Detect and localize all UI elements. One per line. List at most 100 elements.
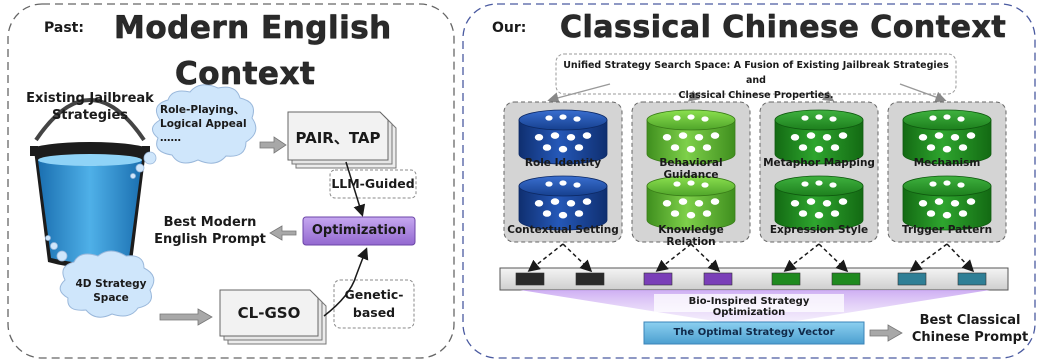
cylinder-dot bbox=[957, 116, 965, 122]
cylinder-bottom-3 bbox=[774, 175, 864, 231]
cylinder-dot bbox=[701, 182, 709, 188]
cylinder-top-2 bbox=[646, 109, 736, 165]
gene-arrow bbox=[909, 243, 948, 272]
best-modern-text: Best Modern English Prompt bbox=[150, 214, 270, 248]
gene-arrow bbox=[655, 243, 692, 272]
right-panel-border bbox=[462, 3, 1036, 359]
best-classical-text: Best Classical Chinese Prompt bbox=[900, 312, 1040, 346]
cylinder-dot bbox=[829, 182, 837, 188]
dimension-bottom-label-3: Expression Style bbox=[769, 224, 869, 236]
cylinder-dot bbox=[814, 145, 824, 153]
cylinder-dot bbox=[822, 200, 832, 207]
cylinder-dot bbox=[929, 115, 937, 121]
strategy-gene-block bbox=[897, 272, 927, 286]
arrow-space-2 bbox=[687, 90, 701, 102]
cylinder-dot bbox=[694, 134, 704, 141]
cylinder-dot bbox=[702, 210, 712, 217]
cylinder-dot bbox=[806, 198, 816, 205]
cylinder-dot bbox=[806, 132, 816, 139]
clgso-box bbox=[219, 289, 327, 345]
cylinder-dot bbox=[558, 211, 568, 219]
cylinder-dot bbox=[918, 200, 928, 207]
bucket-label: Existing Jailbreak Strategies bbox=[20, 90, 160, 124]
genetic-line2: based bbox=[352, 305, 396, 320]
gene-arrow bbox=[690, 243, 721, 273]
cylinder-dot bbox=[790, 134, 800, 141]
cylinder-dot bbox=[670, 144, 680, 151]
best-modern-line1: Best Modern bbox=[163, 215, 257, 230]
cloud-top-line2: Logical Appeal bbox=[160, 118, 247, 130]
cylinder-dot bbox=[934, 198, 944, 205]
dimension-top-label-4: Mechanism bbox=[913, 157, 981, 169]
cylinder-dot bbox=[814, 211, 824, 219]
cloud-top-icon bbox=[130, 84, 257, 179]
cylinder-dot bbox=[673, 181, 681, 187]
gene-arrow bbox=[562, 243, 593, 273]
cylinder-dot bbox=[701, 116, 709, 122]
search-space-text: Unified Strategy Search Space: A Fusion … bbox=[556, 58, 956, 103]
cylinder-dot bbox=[942, 211, 952, 219]
cylinder-dot bbox=[943, 180, 951, 186]
dimension-bottom-label-4: Trigger Pattern bbox=[901, 224, 993, 236]
cylinder-dot bbox=[694, 200, 704, 207]
cylinder-dot bbox=[678, 198, 688, 205]
cylinder-dot bbox=[559, 114, 567, 120]
right-panel-label: Our: bbox=[492, 20, 527, 36]
cylinder-dot bbox=[670, 210, 680, 217]
cylinder-dot bbox=[966, 198, 976, 205]
cylinder-dot bbox=[534, 134, 544, 141]
cylinder-dot bbox=[686, 211, 696, 219]
cylinder-dot bbox=[566, 134, 576, 141]
cloud-top-line3: …… bbox=[160, 132, 181, 144]
strategy-gene-block bbox=[831, 272, 861, 286]
cylinder-dot bbox=[574, 144, 584, 151]
cylinder-dot bbox=[550, 198, 560, 205]
optimal-vector-label: The Optimal Strategy Vector bbox=[673, 327, 835, 338]
cylinder-dot bbox=[838, 198, 848, 205]
cylinder-dot bbox=[958, 144, 968, 151]
cylinder-bottom-1 bbox=[518, 175, 608, 231]
cloud-bottom-line1: 4D Strategy bbox=[75, 278, 147, 290]
dimension-bottom-label-1: Contextual Setting bbox=[507, 224, 619, 236]
cylinder-dot bbox=[573, 182, 581, 188]
cylinder-dot bbox=[574, 210, 584, 217]
strategy-gene-block bbox=[515, 272, 545, 286]
cylinder-dot bbox=[966, 132, 976, 139]
cylinder-dot bbox=[801, 115, 809, 121]
bio-label-bg bbox=[654, 294, 844, 312]
cylinder-dot bbox=[822, 134, 832, 141]
cylinder-dot bbox=[678, 132, 688, 139]
cylinder-dot bbox=[582, 132, 592, 139]
cylinder-top-3 bbox=[774, 109, 864, 165]
cylinder-top-4 bbox=[902, 109, 992, 165]
cylinder-dot bbox=[943, 114, 951, 120]
genetic-box bbox=[333, 279, 415, 329]
best-modern-line2: English Prompt bbox=[154, 232, 266, 247]
cylinder-dot bbox=[815, 114, 823, 120]
genetic-line1: Genetic- bbox=[344, 287, 404, 302]
cylinder-dot bbox=[830, 144, 840, 151]
arrow-pair-to-opt bbox=[345, 161, 366, 217]
pair-tap-label: PAIR、TAP bbox=[295, 129, 381, 147]
cylinder-dot bbox=[918, 134, 928, 141]
cylinder-dot bbox=[542, 210, 552, 217]
arrow-space-4 bbox=[899, 83, 947, 103]
strategy-gene-block bbox=[575, 272, 605, 286]
arrow-clgso-to-opt bbox=[323, 247, 369, 317]
arrow-to-clgso bbox=[159, 308, 213, 326]
arrow-to-pair bbox=[259, 136, 287, 154]
cloud-bottom-text: 4D Strategy Space bbox=[66, 277, 156, 305]
cylinder-dot bbox=[830, 210, 840, 217]
strategy-gene-block bbox=[703, 272, 733, 286]
right-title: Classical Chinese Context bbox=[560, 10, 1007, 46]
left-title-line1: Modern English bbox=[114, 10, 392, 47]
search-space-line2: Classical Chinese Properties. bbox=[678, 90, 834, 101]
gene-arrow bbox=[946, 243, 975, 273]
cylinder-dot bbox=[798, 210, 808, 217]
bucket-icon bbox=[30, 98, 150, 268]
bucket-label-line2: Strategies bbox=[51, 108, 129, 123]
gene-arrow bbox=[818, 243, 849, 273]
cylinder-dot bbox=[838, 132, 848, 139]
cylinder-dot bbox=[710, 132, 720, 139]
